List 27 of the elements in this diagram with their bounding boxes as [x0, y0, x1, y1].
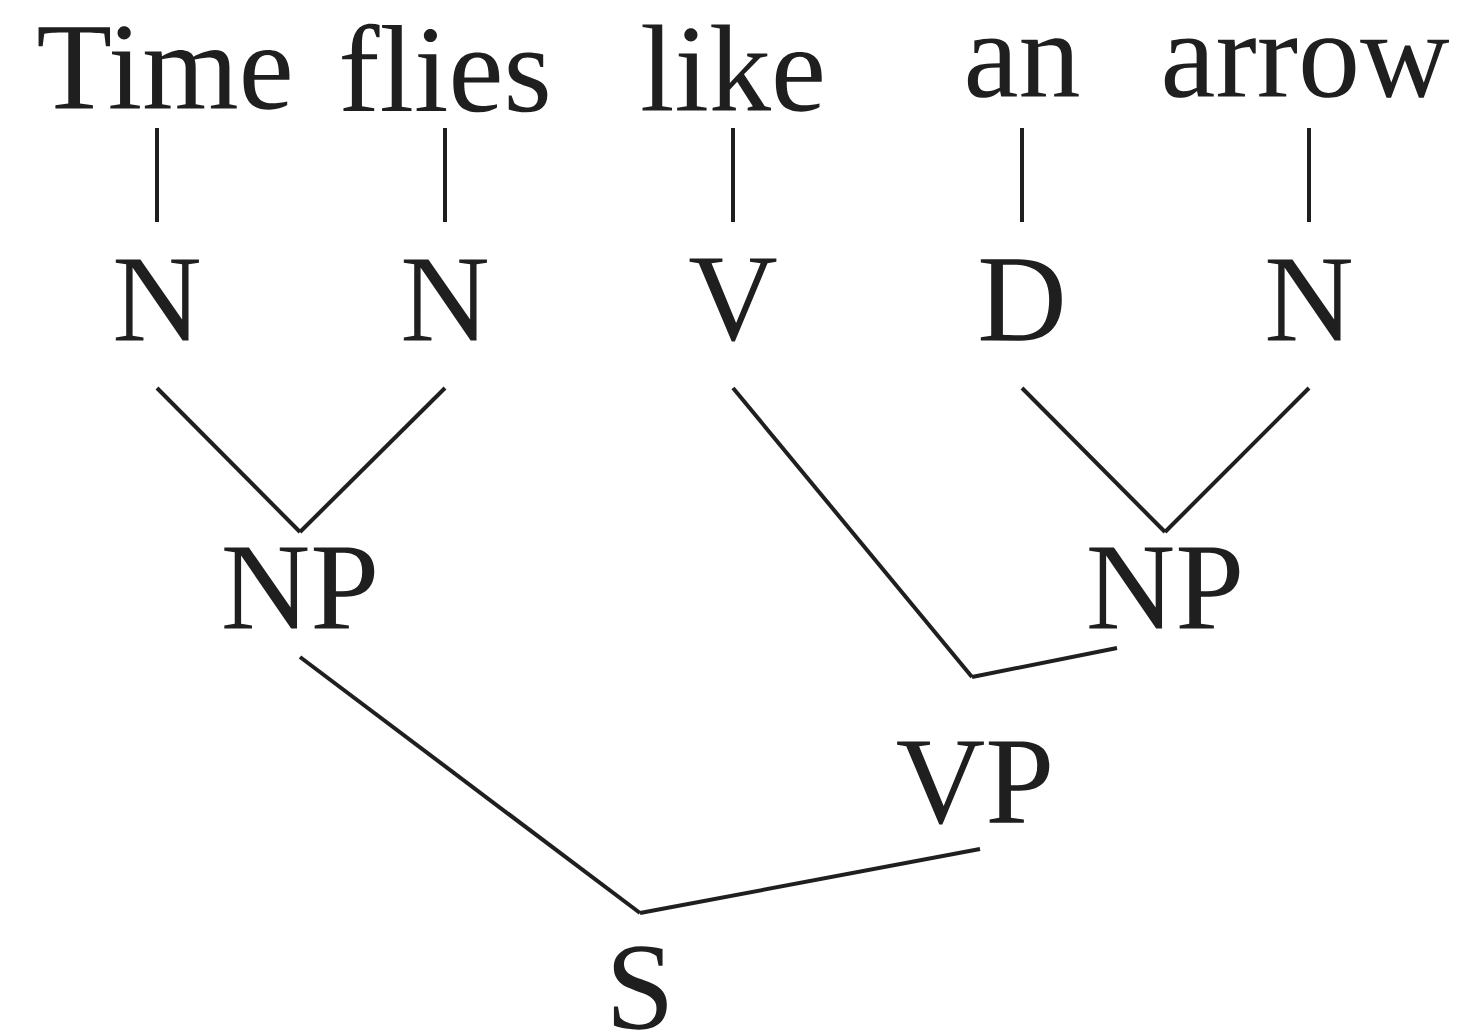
tag-label: N [115, 259, 199, 341]
tree-branch [155, 386, 302, 534]
word-label: arrow [1164, 38, 1450, 98]
tree-branch [298, 386, 447, 534]
tag-label: N [403, 259, 487, 341]
tree-branch [1307, 128, 1311, 222]
tree-branch [731, 386, 974, 679]
word-label: an [967, 38, 1079, 98]
tree-branch [1020, 386, 1167, 534]
tree-branch [731, 128, 735, 222]
word-label: flies [342, 23, 548, 113]
tag-label: D [980, 259, 1062, 341]
phrase-label: NP [224, 547, 375, 629]
tree-branch [639, 847, 981, 915]
tag-label: V [689, 258, 777, 342]
tree-branch [443, 128, 447, 222]
tag-label: N [1267, 259, 1351, 341]
tree-branch [971, 646, 1118, 679]
tree-branch [1020, 128, 1024, 222]
phrase-label: S [613, 946, 667, 1030]
word-label: Time [38, 26, 290, 110]
tree-branch [155, 128, 159, 222]
tree-branch [1163, 386, 1311, 534]
phrase-label: NP [1089, 547, 1240, 629]
tree-branch [298, 655, 642, 915]
phrase-label: VP [897, 741, 1050, 825]
word-label: like [642, 24, 822, 112]
